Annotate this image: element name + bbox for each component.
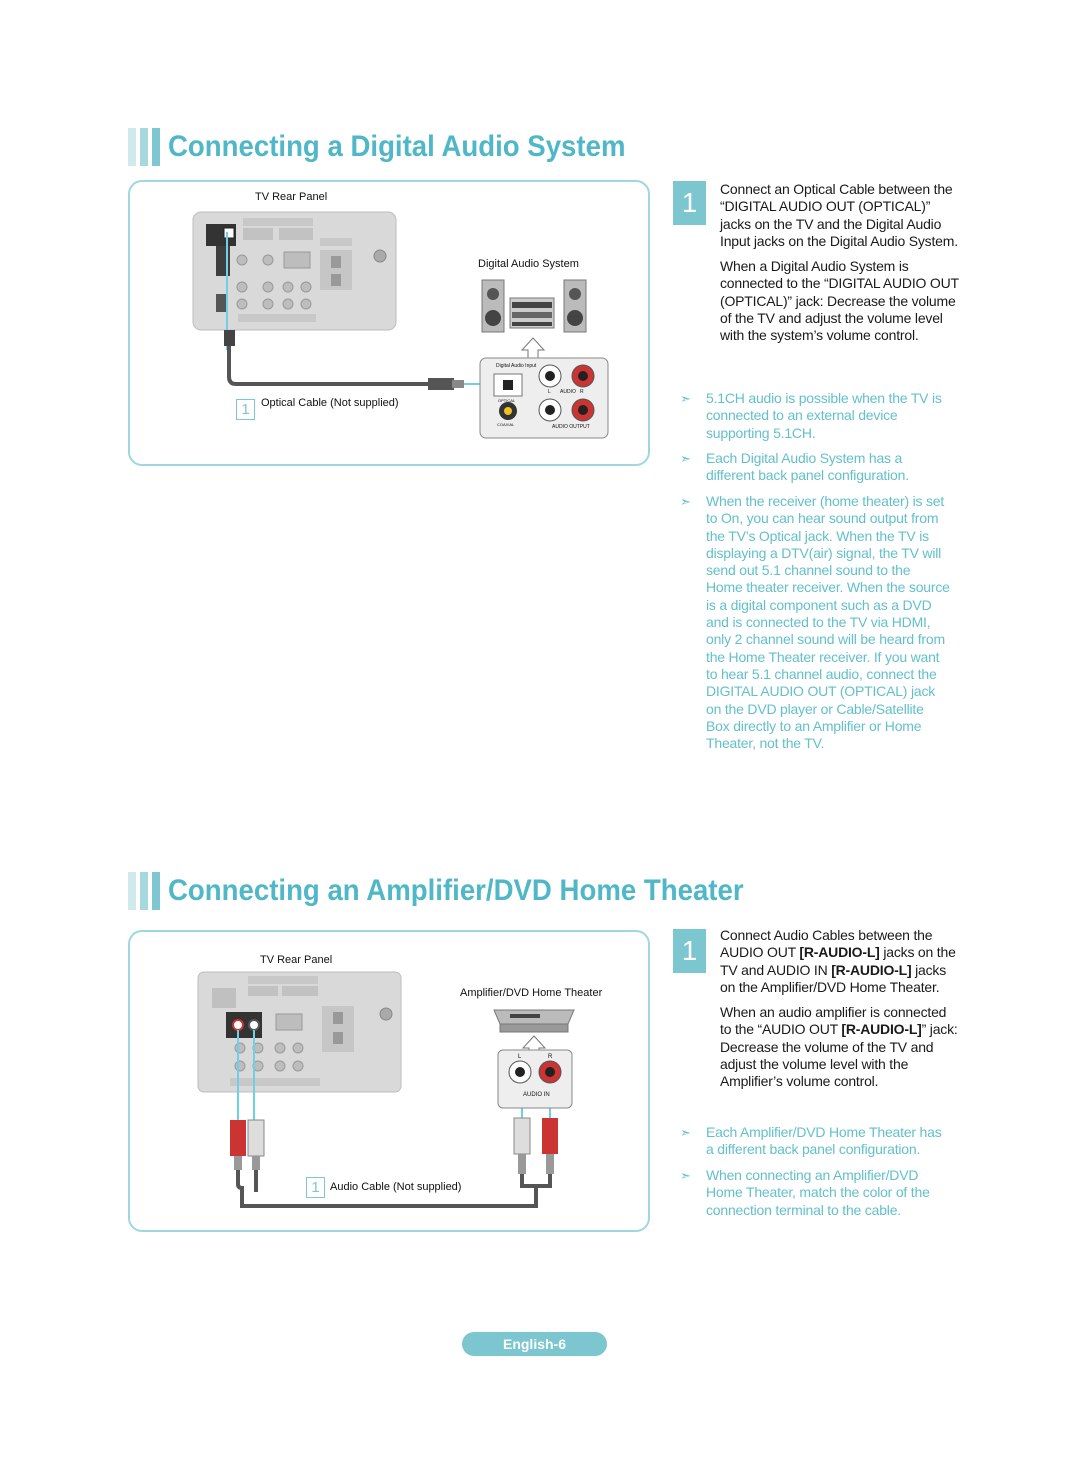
jack-r-label: R: [548, 1054, 553, 1060]
jack-r-label: R: [580, 389, 584, 395]
section2-instruction-2: When an audio amplifier is connected to …: [720, 1004, 958, 1090]
jack-coaxial-label: COAXIAL: [497, 422, 515, 427]
section1-note-2: ➣ Each Digital Audio System has a differ…: [680, 450, 950, 485]
tv-rear-panel-label: TV Rear Panel: [260, 954, 333, 966]
section2-note-2: ➣ When connecting an Amplifier/DVD Home …: [680, 1167, 950, 1219]
optical-cable-graphic: [224, 232, 500, 390]
section2-instruction-1: Connect Audio Cables between the AUDIO O…: [720, 927, 956, 995]
jack-l-label: L: [548, 389, 551, 395]
jack-audio-output-label: AUDIO OUTPUT: [552, 424, 590, 430]
section1-step-number: 1: [673, 181, 706, 225]
section2-title: Connecting an Amplifier/DVD Home Theater: [168, 874, 744, 907]
page-number-badge: English-6: [462, 1332, 607, 1356]
audio-cable-label: Audio Cable (Not supplied): [330, 1181, 462, 1193]
jack-audio-in-label: AUDIO IN: [523, 1092, 550, 1098]
note-text: 5.1CH audio is possible when the TV is c…: [706, 390, 942, 441]
section2-step-number: 1: [673, 929, 706, 973]
note-text: When the receiver (home theater) is set …: [706, 493, 950, 752]
jack-digital-audio-input-label: Digital Audio Input: [496, 363, 537, 369]
tv-rear-panel-graphic: [192, 211, 397, 331]
note-text: Each Amplifier/DVD Home Theater has a di…: [706, 1124, 942, 1158]
digital-audio-system-graphic: [481, 279, 587, 359]
note-arrow-icon: ➣: [680, 451, 691, 466]
amplifier-device-graphic: [493, 1009, 575, 1055]
audio-cable-graphic: [230, 1030, 558, 1208]
tv-rear-panel-label: TV Rear Panel: [255, 191, 328, 203]
title-decoration-bars: [128, 128, 160, 166]
note-arrow-icon: ➣: [680, 1125, 691, 1140]
note-arrow-icon: ➣: [680, 1168, 691, 1183]
digital-audio-diagram-art: [192, 211, 609, 439]
note-text: When connecting an Amplifier/DVD Home Th…: [706, 1167, 930, 1218]
jack-l-label: L: [518, 1054, 522, 1060]
title-decoration-bars: [128, 872, 160, 910]
section2-instructions: Connect Audio Cables between the AUDIO O…: [720, 927, 960, 1099]
note-arrow-icon: ➣: [680, 494, 691, 509]
tv-rear-panel-graphic: [197, 971, 402, 1093]
amplifier-diagram: TV Rear Panel Amplifier/DVD Home Theater…: [128, 930, 650, 1232]
digital-audio-input-panel: [479, 357, 609, 439]
section1-note-3: ➣ When the receiver (home theater) is se…: [680, 493, 950, 752]
note-text: Each Digital Audio System has a differen…: [706, 450, 909, 484]
section1-instruction-2: When a Digital Audio System is connected…: [720, 258, 959, 344]
section1-instructions: Connect an Optical Cable between the “DI…: [720, 181, 960, 353]
digital-audio-system-label: Digital Audio System: [478, 258, 579, 270]
digital-audio-diagram: TV Rear Panel Digital Audio System Digit…: [128, 180, 650, 466]
jack-audio-label: AUDIO: [560, 389, 576, 395]
section1-note-1: ➣ 5.1CH audio is possible when the TV is…: [680, 390, 950, 442]
section2-header: Connecting an Amplifier/DVD Home Theater: [128, 871, 794, 911]
section1-title: Connecting a Digital Audio System: [168, 130, 626, 163]
cable-step-badge: 1: [236, 399, 255, 420]
section1-header: Connecting a Digital Audio System: [128, 127, 665, 167]
section1-instruction-1: Connect an Optical Cable between the “DI…: [720, 181, 958, 249]
optical-cable-label: Optical Cable (Not supplied): [261, 397, 399, 409]
amplifier-diagram-art: [197, 971, 575, 1208]
cable-step-badge: 1: [306, 1177, 325, 1198]
jack-optical-label: OPTICAL: [498, 398, 516, 403]
note-arrow-icon: ➣: [680, 391, 691, 406]
section2-note-1: ➣ Each Amplifier/DVD Home Theater has a …: [680, 1124, 950, 1159]
audio-in-panel: [497, 1049, 573, 1109]
amplifier-device-label: Amplifier/DVD Home Theater: [460, 987, 603, 999]
